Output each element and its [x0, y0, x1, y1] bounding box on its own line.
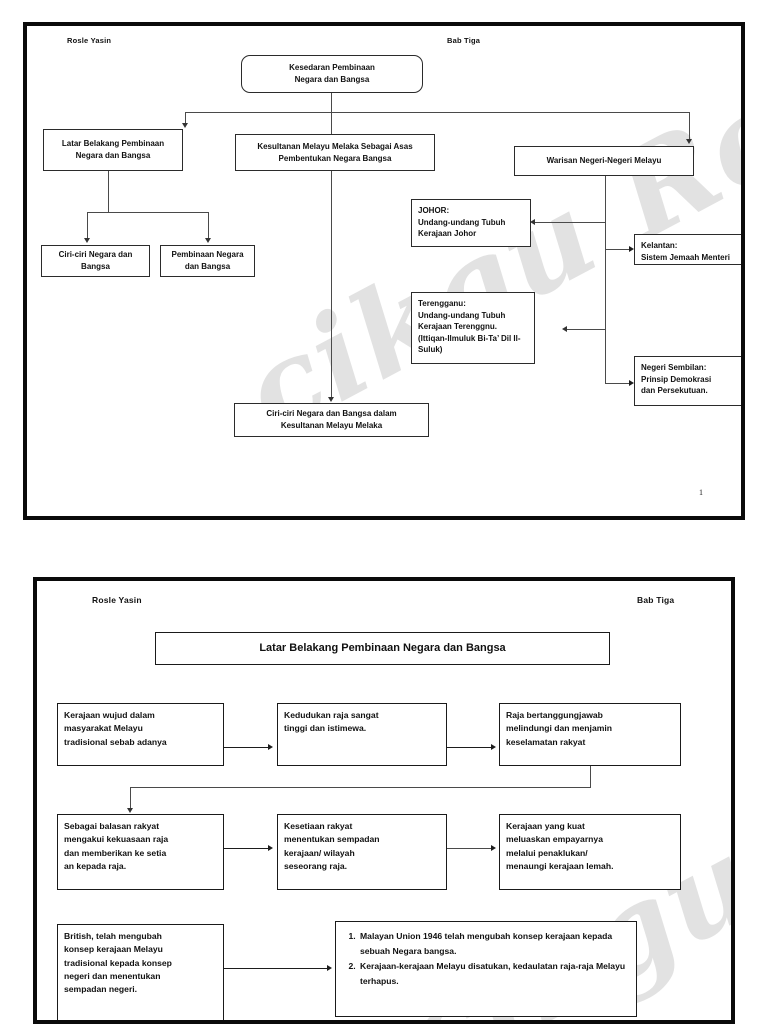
node-kesetiaan-rakyat[interactable]: Kesetiaan rakyat menentukan sempadan ker…: [277, 814, 447, 890]
node-johor-label: JOHOR: Undang-undang Tubuh Kerajaan Joho…: [418, 206, 506, 239]
node-kesultanan-melayu-melaka-label: Kesultanan Melayu Melaka Sebagai Asas Pe…: [257, 141, 413, 163]
connector-bus-right-drop: [689, 112, 691, 140]
connector-wrap-down-r2c1: [130, 787, 132, 809]
node-kesedaran-pembinaan-label: Kesedaran Pembinaan Negara dan Bangsa: [289, 63, 375, 84]
node-raja-bertanggungjawab[interactable]: Raja bertanggungjawab melindungi dan men…: [499, 703, 681, 766]
connector-fork-right: [208, 212, 210, 239]
node-kerajaan-kuat-label: Kerajaan yang kuat meluaskan empayarnya …: [506, 821, 614, 871]
list-item: Malayan Union 1946 telah mengubah konsep…: [358, 929, 628, 959]
connector-r2c2-r2c3: [447, 848, 492, 850]
node-kerajaan-wujud[interactable]: Kerajaan wujud dalam masyarakat Melayu t…: [57, 703, 224, 766]
arrow-to-latar-belakang: [182, 123, 188, 128]
arrow-r3c1-r3c2: [327, 965, 332, 971]
connector-to-terengganu: [567, 329, 606, 331]
node-terengganu-label: Terengganu: Undang-undang Tubuh Kerajaan…: [418, 299, 521, 355]
arrow-to-ciri-ciri-negara: [84, 238, 90, 243]
node-ciri-ciri-kmm-label: Ciri-ciri Negara dan Bangsa dalam Kesult…: [266, 409, 397, 430]
connector-bus: [185, 112, 689, 114]
node-kedudukan-raja[interactable]: Kedudukan raja sangat tinggi dan istimew…: [277, 703, 447, 766]
arrow-to-terengganu: [562, 326, 567, 332]
arrow-r2c1-r2c2: [268, 845, 273, 851]
malayan-union-ordered-list: Malayan Union 1946 telah mengubah konsep…: [344, 929, 628, 989]
connector-wrap-row1-row2: [130, 787, 591, 789]
connector-to-johor: [535, 222, 606, 224]
page-2-title-label: Latar Belakang Pembinaan Negara dan Bang…: [259, 641, 506, 654]
node-sebagai-balasan-label: Sebagai balasan rakyat mengakui kekuasaa…: [64, 821, 169, 871]
arrow-r2c2-r2c3: [491, 845, 496, 851]
node-kesetiaan-rakyat-label: Kesetiaan rakyat menentukan sempadan ker…: [284, 821, 380, 871]
arrow-r1c1-r1c2: [268, 744, 273, 750]
arrow-to-negeri-sembilan: [629, 380, 634, 386]
connector-r3c1-r3c2: [224, 968, 328, 970]
page-1-header-right: Bab Tiga: [447, 36, 481, 45]
node-terengganu[interactable]: Terengganu: Undang-undang Tubuh Kerajaan…: [411, 292, 535, 364]
arrow-to-warisan: [686, 139, 692, 144]
connector-r1c1-r1c2: [224, 747, 269, 749]
node-kesedaran-pembinaan[interactable]: Kesedaran Pembinaan Negara dan Bangsa: [241, 55, 423, 93]
node-latar-belakang[interactable]: Latar Belakang Pembinaan Negara dan Bang…: [43, 129, 183, 171]
node-pembinaan-negara-bangsa-label: Pembinaan Negara dan Bangsa: [171, 250, 244, 271]
document-page-2: cikgu Rosle Rosle Yasin Bab Tiga Latar B…: [33, 577, 735, 1024]
connector-latar-fork: [87, 212, 208, 214]
connector-center-spine: [331, 112, 333, 398]
document-page-1: cikgu Rosle Rosle Yasin Bab Tiga Kesedar…: [23, 22, 745, 520]
page-2-header-right: Bab Tiga: [637, 595, 675, 605]
page-1-header-left: Rosle Yasin: [67, 36, 112, 45]
connector-warisan-spine: [605, 176, 607, 383]
arrow-to-ciri-ciri-kmm: [328, 397, 334, 402]
node-raja-bertanggungjawab-label: Raja bertanggungjawab melindungi dan men…: [506, 710, 612, 747]
node-kerajaan-wujud-label: Kerajaan wujud dalam masyarakat Melayu t…: [64, 710, 167, 747]
connector-root-down: [331, 93, 333, 113]
node-ciri-ciri-kmm[interactable]: Ciri-ciri Negara dan Bangsa dalam Kesult…: [234, 403, 429, 437]
node-latar-belakang-label: Latar Belakang Pembinaan Negara dan Bang…: [61, 139, 165, 160]
node-negeri-sembilan[interactable]: Negeri Sembilan: Prinsip Demokrasi dan P…: [634, 356, 741, 406]
connector-fork-left: [87, 212, 89, 239]
arrow-r1c2-r1c3: [491, 744, 496, 750]
node-warisan-negeri-label: Warisan Negeri-Negeri Melayu: [546, 156, 662, 166]
arrow-to-johor: [530, 219, 535, 225]
node-warisan-negeri[interactable]: Warisan Negeri-Negeri Melayu: [514, 146, 694, 176]
node-sebagai-balasan[interactable]: Sebagai balasan rakyat mengakui kekuasaa…: [57, 814, 224, 890]
page-2-title-box[interactable]: Latar Belakang Pembinaan Negara dan Bang…: [155, 632, 610, 665]
arrow-to-sebagai-balasan: [127, 808, 133, 813]
connector-latar-down: [108, 171, 110, 213]
node-negeri-sembilan-label: Negeri Sembilan: Prinsip Demokrasi dan P…: [641, 363, 712, 396]
connector-to-negeri-sembilan: [605, 383, 630, 385]
node-ciri-ciri-negara-bangsa[interactable]: Ciri-ciri Negara dan Bangsa: [41, 245, 150, 277]
node-kesultanan-melayu-melaka[interactable]: Kesultanan Melayu Melaka Sebagai Asas Pe…: [235, 134, 435, 171]
list-item: Kerajaan-kerajaan Melayu disatukan, keda…: [358, 959, 628, 989]
node-pembinaan-negara-bangsa[interactable]: Pembinaan Negara dan Bangsa: [160, 245, 255, 277]
node-kedudukan-raja-label: Kedudukan raja sangat tinggi dan istimew…: [284, 710, 379, 734]
node-kerajaan-kuat[interactable]: Kerajaan yang kuat meluaskan empayarnya …: [499, 814, 681, 890]
connector-r1c2-r1c3: [447, 747, 492, 749]
node-kelantan-label: Kelantan: Sistem Jemaah Menteri: [641, 241, 730, 262]
page-2-header-left: Rosle Yasin: [92, 595, 142, 605]
node-british-mengubah[interactable]: British, telah mengubah konsep kerajaan …: [57, 924, 224, 1020]
connector-bus-left-drop: [185, 112, 187, 124]
node-ciri-ciri-negara-bangsa-label: Ciri-ciri Negara dan Bangsa: [58, 250, 133, 271]
node-malayan-union-list[interactable]: Malayan Union 1946 telah mengubah konsep…: [335, 921, 637, 1017]
arrow-to-pembinaan-negara: [205, 238, 211, 243]
node-british-mengubah-label: British, telah mengubah konsep kerajaan …: [64, 931, 172, 995]
connector-r2c1-r2c2: [224, 848, 269, 850]
arrow-to-kelantan: [629, 246, 634, 252]
node-kelantan[interactable]: Kelantan: Sistem Jemaah Menteri: [634, 234, 741, 265]
page-2-content: cikgu Rosle Rosle Yasin Bab Tiga Latar B…: [37, 581, 731, 1020]
connector-to-kelantan: [605, 249, 630, 251]
page-1-number: 1: [699, 488, 703, 497]
page-1-content: cikgu Rosle Rosle Yasin Bab Tiga Kesedar…: [27, 26, 741, 516]
node-johor[interactable]: JOHOR: Undang-undang Tubuh Kerajaan Joho…: [411, 199, 531, 247]
connector-r1c3-down: [590, 766, 592, 788]
